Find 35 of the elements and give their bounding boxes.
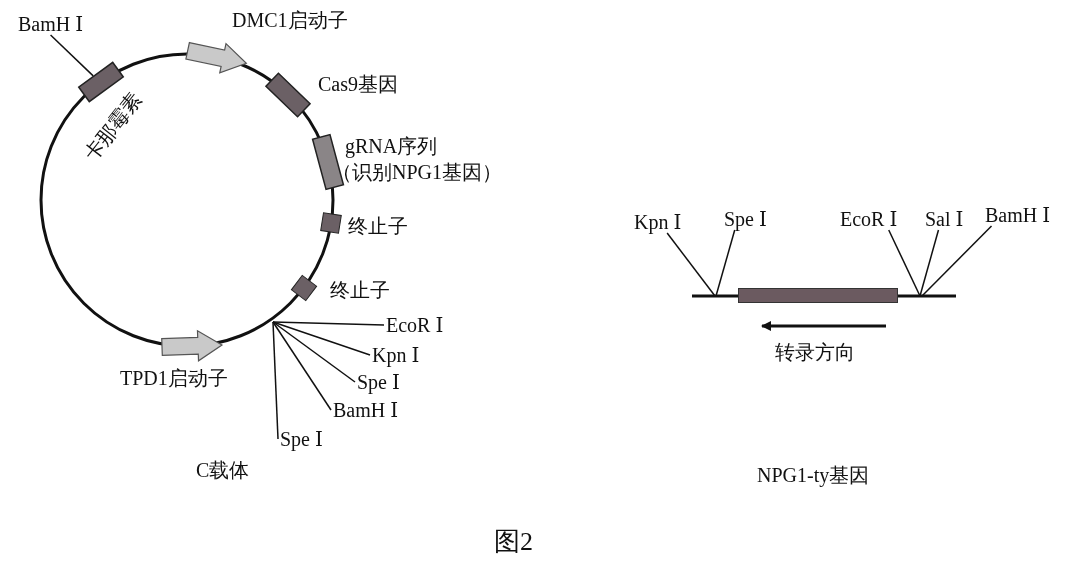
leader-line [272, 321, 385, 326]
leader-line [888, 229, 921, 297]
gene-label: 卡那霉素 [78, 87, 147, 166]
figure-caption: 图2 [494, 526, 533, 558]
direction-label: 转录方向 [775, 340, 855, 364]
restriction-site-label: Spe Ⅰ [280, 427, 323, 451]
restriction-site-label: Spe Ⅰ [724, 207, 767, 231]
leader-line [919, 229, 940, 297]
leader-line [921, 225, 993, 297]
restriction-site-label: BamH Ⅰ [18, 12, 84, 36]
restriction-site-label: EcoR Ⅰ [840, 207, 898, 231]
restriction-site-label: Kpn Ⅰ [634, 210, 682, 234]
leader-line [49, 34, 94, 77]
terminator-label: 终止子 [348, 214, 408, 238]
restriction-site-label: Spe Ⅰ [357, 370, 400, 394]
leader-line [272, 321, 279, 440]
promoter-label: DMC1启动子 [232, 8, 348, 32]
gene-label: gRNA序列 [345, 134, 438, 158]
gene-label: （识别NPG1基因） [332, 160, 502, 184]
leader-line [272, 321, 332, 411]
leader-line [272, 321, 356, 383]
promoter-label: TPD1启动子 [120, 366, 228, 390]
restriction-site-label: Sal Ⅰ [925, 207, 964, 231]
terminator-label: 终止子 [330, 278, 390, 302]
vector-name: C载体 [196, 458, 250, 482]
restriction-site-label: EcoR Ⅰ [386, 313, 444, 337]
leader-line [272, 321, 371, 356]
restriction-site-label: BamH Ⅰ [333, 398, 399, 422]
restriction-site-label: Kpn Ⅰ [372, 343, 420, 367]
leader-line [666, 232, 716, 297]
gene-bar [738, 288, 898, 303]
restriction-site-label: BamH Ⅰ [985, 203, 1051, 227]
leader-line [715, 229, 736, 297]
gene-name: NPG1-ty基因 [757, 463, 870, 487]
gene-label: Cas9基因 [318, 72, 398, 96]
